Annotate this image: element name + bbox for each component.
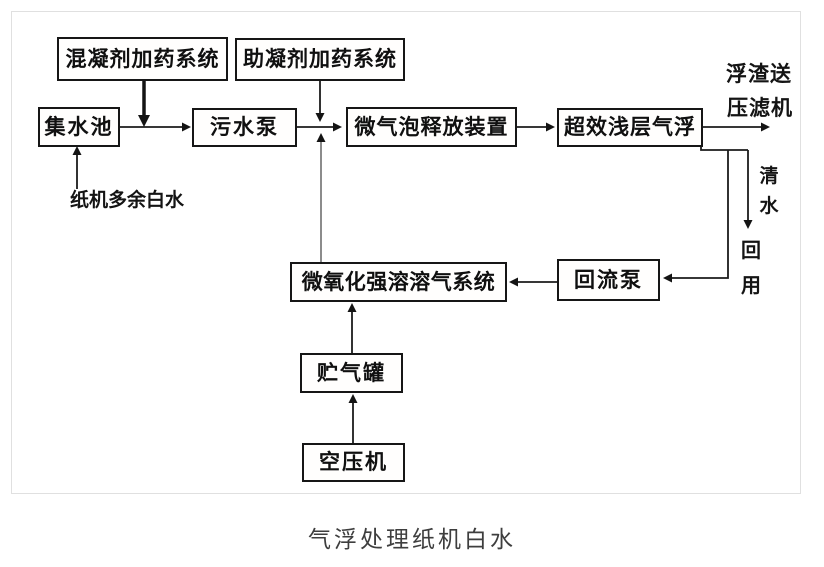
- node-flocculant-dosing-system: 助凝剂加药系统: [235, 38, 405, 81]
- node-oxidation-dissolved-air-system: 微氧化强溶溶气系统: [290, 262, 507, 302]
- node-air-compressor: 空压机: [302, 443, 405, 482]
- figure-caption: 气浮处理纸机白水: [308, 527, 516, 553]
- label-influent-white-water: 纸机多余白水: [70, 189, 185, 211]
- label-scum-to-filter-press-line2: 压滤机: [727, 96, 793, 120]
- edge-flotation-to-return-pump: [663, 150, 729, 283]
- label-clean-water: 清水: [759, 165, 779, 217]
- label-scum-to-filter-press-line1: 浮渣送: [726, 62, 792, 86]
- node-collection-tank: 集水池: [38, 107, 120, 147]
- node-sewage-pump: 污水泵: [192, 108, 297, 147]
- node-return-pump: 回流泵: [557, 259, 660, 301]
- edge-flotation-outlet-manifold: [700, 147, 748, 151]
- node-coagulant-dosing-system: 混凝剂加药系统: [57, 37, 228, 81]
- node-microbubble-release-device: 微气泡释放装置: [346, 107, 517, 147]
- node-shallow-air-flotation: 超效浅层气浮: [557, 108, 703, 147]
- label-reuse: 回用: [741, 238, 761, 297]
- node-air-storage-tank: 贮气罐: [300, 353, 403, 393]
